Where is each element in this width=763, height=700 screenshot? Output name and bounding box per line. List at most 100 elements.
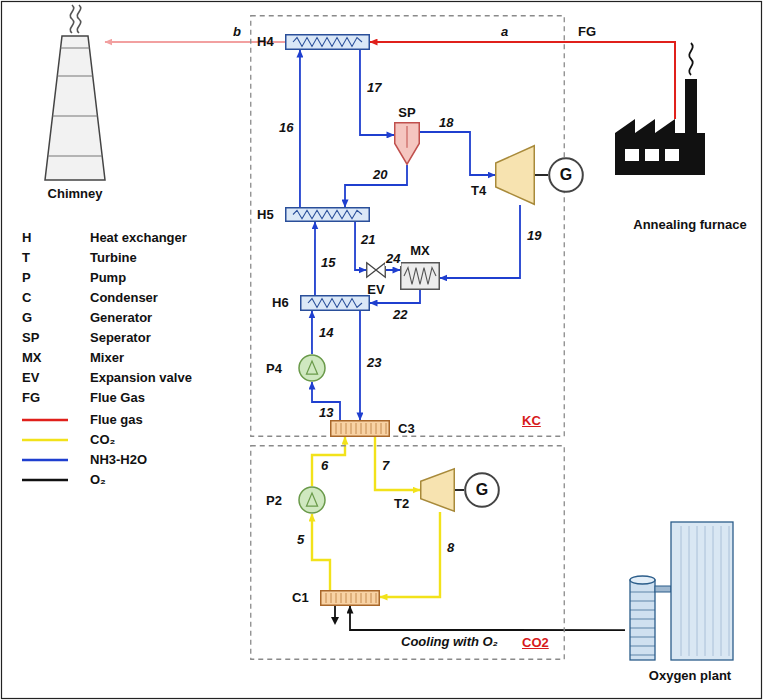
expansion-valve: EV <box>366 262 386 278</box>
turbine-shape <box>420 468 455 512</box>
stream-number: 16 <box>278 120 294 135</box>
turbine-shape <box>495 145 535 205</box>
oxygen-plant-shape <box>625 520 735 660</box>
legend-text: CO₂ <box>90 432 115 447</box>
stream-line <box>360 50 394 135</box>
legend-swatch <box>22 473 68 487</box>
heat-exchanger: H5 <box>285 207 370 222</box>
turbine: T2 <box>420 468 455 512</box>
stream-line <box>312 382 340 420</box>
abbreviation: T <box>22 250 30 265</box>
chimney-smoke <box>70 5 80 33</box>
stream-number: 19 <box>526 228 542 243</box>
shaft-line <box>535 174 548 176</box>
turbine: T4 <box>495 145 535 205</box>
abbreviation: EV <box>22 370 39 385</box>
component-label: T4 <box>471 183 486 198</box>
stream-line <box>312 437 345 486</box>
expansion-valve-shape <box>366 262 386 278</box>
abbreviation-meaning: Heat exchanger <box>90 230 187 245</box>
stream-line <box>312 514 330 590</box>
cycle-region: KCH4SPT4GH5EVMXH6P4C3 <box>250 15 565 437</box>
separator-shape <box>394 122 420 165</box>
component-label: P2 <box>266 493 282 508</box>
stream-line <box>440 205 520 278</box>
pump: P4 <box>298 354 326 382</box>
oxygen-outlet-arrow <box>331 606 339 625</box>
stream-line <box>299 50 301 207</box>
stream-number: 22 <box>392 307 408 322</box>
heat-exchanger-shape <box>285 34 370 50</box>
stream-line <box>345 165 407 207</box>
legend-swatch <box>22 413 68 427</box>
component-label: G <box>560 166 572 184</box>
legend-text: Flue gas <box>90 412 143 427</box>
cycle-region-shape <box>250 445 565 660</box>
heat-exchanger-shape <box>285 207 370 222</box>
annealing-furnace-shape <box>615 119 705 175</box>
component-label: P4 <box>266 361 282 376</box>
oxygen-plant: Oxygen plant <box>625 520 735 660</box>
component-label: C1 <box>292 590 309 605</box>
component-label: EV <box>367 282 384 297</box>
stream-line <box>350 606 625 630</box>
pump-shape <box>298 486 326 514</box>
component-label: G <box>476 481 488 499</box>
stream-number: 14 <box>318 325 334 340</box>
abbreviation-meaning: Condenser <box>90 290 158 305</box>
region-label: CO2 <box>522 635 549 650</box>
mixer: MX <box>400 262 440 290</box>
stream-number: 6 <box>320 458 329 473</box>
legend-text: NH3-H2O <box>90 452 147 467</box>
heat-exchanger: H4 <box>285 34 370 50</box>
stream-line <box>375 437 420 490</box>
stream-number: 8 <box>446 540 455 555</box>
abbreviation: C <box>22 290 31 305</box>
abbreviation: FG <box>22 390 40 405</box>
stream-line <box>370 42 675 119</box>
legend-swatch <box>22 433 68 447</box>
cycle-region-shape <box>250 15 565 437</box>
component-label: Chimney <box>48 186 103 201</box>
component-label: SP <box>398 105 415 120</box>
abbreviation: H <box>22 230 31 245</box>
shaft-line <box>455 489 464 491</box>
abbreviation: G <box>22 310 32 325</box>
stream-line <box>359 311 361 420</box>
condenser-shape <box>330 420 390 437</box>
condenser: C1 <box>320 590 380 606</box>
heat-exchanger: H6 <box>300 295 370 311</box>
chimney-stack-shape <box>45 36 105 180</box>
stream-number: a <box>500 24 509 39</box>
stream-number: 18 <box>438 115 454 130</box>
condenser-shape <box>320 590 380 606</box>
stream-number: 15 <box>320 255 336 270</box>
component-label: H6 <box>272 295 289 310</box>
component-label: C3 <box>398 421 415 436</box>
abbreviation-meaning: Generator <box>90 310 152 325</box>
stream-number: Cooling with O₂ <box>400 634 499 649</box>
stream-line <box>420 132 495 175</box>
component-label: MX <box>410 243 430 258</box>
mixer-shape <box>400 262 440 290</box>
abbreviation: SP <box>22 330 39 345</box>
abbreviation-meaning: Pump <box>90 270 126 285</box>
condenser: C3 <box>330 420 390 437</box>
abbreviation-meaning: Seperator <box>90 330 151 345</box>
stream-number: 20 <box>372 167 388 182</box>
stream-line <box>314 222 316 295</box>
stream-line <box>386 269 400 271</box>
stream-number: 24 <box>385 251 401 266</box>
component-label: T2 <box>394 496 409 511</box>
legend-swatch <box>22 453 68 467</box>
abbreviation-meaning: Mixer <box>90 350 124 365</box>
stream-line <box>311 311 313 354</box>
pump-shape <box>298 354 326 382</box>
stream-number: b <box>232 24 242 39</box>
cycle-region: CO2 P2 T2 G C1 <box>250 445 565 660</box>
component-label: Oxygen plant <box>649 668 731 683</box>
stream-number: 23 <box>366 355 382 370</box>
abbreviation: P <box>22 270 31 285</box>
component-label: Annealing furnace <box>633 217 746 232</box>
